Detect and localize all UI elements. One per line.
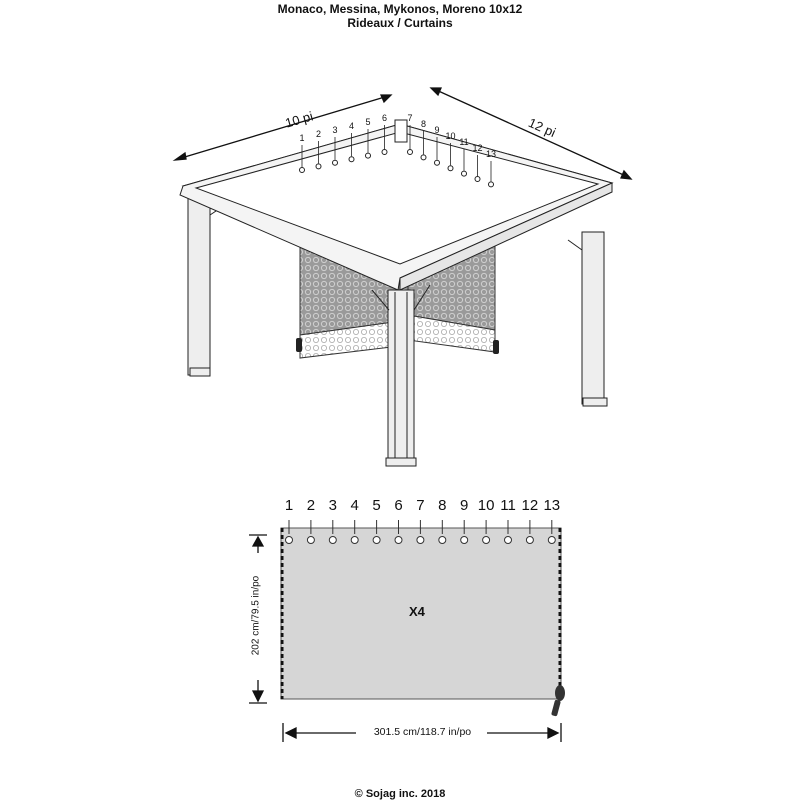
grommet-8	[438, 536, 447, 544]
grommet-number: 9	[460, 497, 469, 514]
curtain-hook	[447, 165, 454, 172]
curtain-hook	[488, 181, 494, 188]
hook-number: 10	[445, 131, 456, 141]
grommet-number: 6	[394, 497, 403, 514]
curtain-hook	[348, 156, 355, 163]
width-dimension-arrow	[172, 94, 393, 161]
hook-number: 9	[434, 125, 440, 135]
copyright: © Sojag inc. 2018	[354, 788, 446, 800]
grommet-6	[394, 536, 403, 544]
zipper-pull-icon	[296, 338, 499, 354]
grommet-4	[350, 536, 359, 544]
diagram-subtitle: Rideaux / Curtains	[347, 16, 453, 30]
grommet-3	[328, 536, 337, 544]
curtain-hook	[474, 176, 481, 182]
depth-dimension-arrow	[429, 87, 633, 180]
grommet-number: 1	[284, 497, 294, 514]
zipper-pull-icon	[551, 685, 565, 717]
height-dimension-arrow	[249, 534, 267, 704]
curtain-width-label: 301.5 cm/118.7 in/po	[373, 726, 472, 738]
grommet-2	[306, 536, 315, 544]
diagram-title: Monaco, Messina, Mykonos, Moreno 10x12	[277, 2, 523, 16]
curtain-hook	[315, 163, 322, 170]
grommet-number: 13	[543, 497, 561, 514]
grommet-7	[416, 536, 425, 544]
hook-number: 6	[381, 113, 388, 123]
hook-number: 5	[365, 117, 371, 127]
grommet-number: 5	[372, 497, 381, 514]
grommet-number: 4	[350, 497, 359, 514]
curtain-hook	[461, 170, 467, 177]
gazebo-frame	[179, 119, 614, 291]
grommet-number: 11	[500, 497, 516, 514]
grommet-number: 7	[416, 497, 425, 514]
gazebo-legs	[187, 194, 608, 407]
curtain-hook	[332, 159, 338, 166]
grommet-number: 12	[521, 497, 539, 514]
curtain-hook	[434, 159, 440, 166]
grommet-11	[504, 536, 512, 544]
curtain-hook	[420, 154, 427, 161]
grommet-10	[482, 536, 491, 544]
grommet-1	[285, 536, 293, 544]
curtain-hook	[381, 149, 388, 155]
height-label: 202 cm/79.5 in/po	[250, 575, 262, 656]
hook-number: 8	[420, 119, 427, 129]
grommet-12	[525, 536, 534, 544]
grommet-number: 3	[328, 497, 337, 514]
hook-number: 7	[407, 113, 413, 123]
hook-number: 1	[299, 133, 305, 143]
hook-number: 11	[459, 137, 469, 147]
grommet-number: 8	[438, 497, 447, 514]
gazebo-front-leg	[371, 284, 431, 467]
curtain-hook	[365, 152, 371, 159]
grommet-5	[372, 536, 381, 544]
grommet-13	[547, 536, 556, 544]
curtain-hook	[407, 149, 413, 155]
hook-number: 13	[485, 149, 497, 159]
hook-number: 12	[472, 143, 483, 153]
grommet-number: 2	[306, 497, 316, 514]
hook-number: 3	[332, 125, 338, 135]
quantity-label: X4	[409, 604, 425, 619]
width-dimension-arrow-bottom	[282, 723, 562, 742]
curtain-hook	[299, 167, 305, 173]
hook-number: 4	[348, 121, 355, 131]
grommet-9	[460, 536, 469, 544]
grommet-number: 10	[477, 497, 495, 514]
hook-number: 2	[315, 129, 322, 139]
